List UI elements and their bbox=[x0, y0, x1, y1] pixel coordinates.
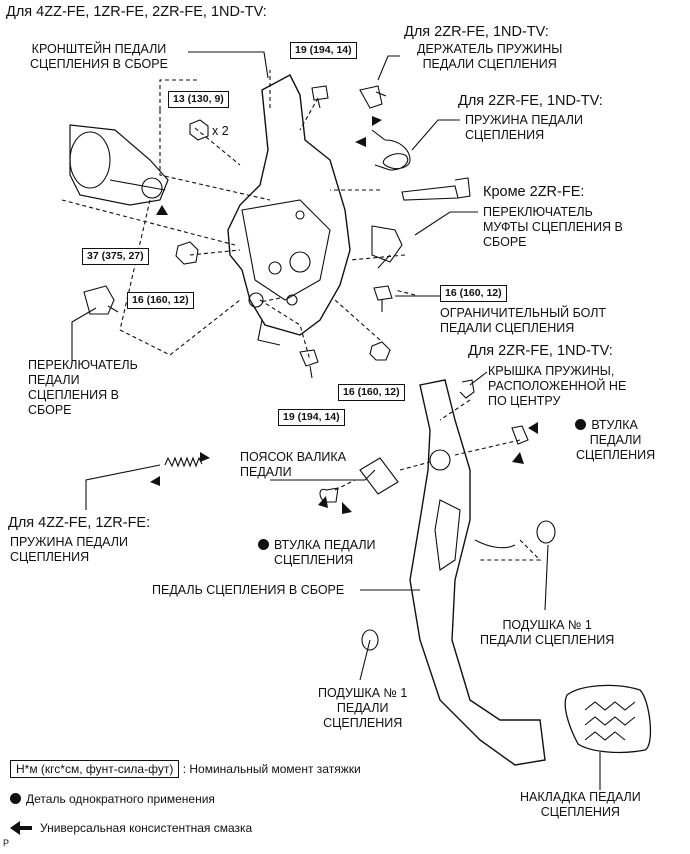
applicability-header: Для 4ZZ-FE, 1ZR-FE, 2ZR-FE, 1ND-TV: bbox=[6, 4, 267, 20]
grease-arrow-8 bbox=[528, 422, 538, 434]
grease-arrow-2 bbox=[355, 137, 366, 147]
grease-arrow-7 bbox=[342, 502, 352, 514]
single-use-dot bbox=[575, 419, 587, 430]
nut-13 bbox=[189, 119, 209, 141]
long-bolt bbox=[401, 177, 471, 201]
label-spring-holder-condition: Для 2ZR-FE, 1ND-TV: bbox=[404, 24, 549, 40]
nut-16b bbox=[369, 341, 391, 361]
spring-cover bbox=[459, 379, 475, 399]
spring bbox=[371, 129, 411, 171]
shaft-collar bbox=[359, 457, 399, 495]
legend-arrow bbox=[10, 821, 20, 835]
grease-arrow-3 bbox=[372, 116, 382, 126]
grease-arrow-4 bbox=[200, 452, 210, 462]
label-quantity: x 2 bbox=[212, 124, 229, 138]
bolt-19b bbox=[299, 349, 319, 379]
leader-cushion-left bbox=[359, 639, 371, 681]
leader-spring2 bbox=[85, 464, 161, 510]
nut-37 bbox=[175, 241, 199, 265]
torque-box-16-left: 16 (160, 12) bbox=[127, 292, 194, 309]
leader-collar bbox=[270, 469, 376, 481]
pedal-pad bbox=[564, 684, 652, 754]
legend-torque-box: Н*м (кгс*см, фунт-сила-фут) bbox=[10, 760, 180, 778]
label-spring-cover-condition: Для 2ZR-FE, 1ND-TV: bbox=[468, 343, 613, 359]
cushion-right bbox=[536, 520, 556, 544]
torque-box-16-right: 16 (160, 12) bbox=[440, 285, 507, 302]
legend-single-use: Деталь однократного применения bbox=[10, 792, 215, 806]
coil-spring bbox=[164, 456, 203, 468]
label-spring-condition: Для 2ZR-FE, 1ND-TV: bbox=[458, 93, 603, 109]
label-bushing-mid: ВТУЛКА ПЕДАЛИ СЦЕПЛЕНИЯ bbox=[258, 538, 376, 568]
pedal-shape bbox=[409, 379, 546, 766]
single-use-dot bbox=[10, 793, 21, 804]
bushing-mid bbox=[319, 487, 339, 503]
leader-pedal-switch bbox=[71, 307, 97, 364]
cushion-left bbox=[361, 629, 379, 651]
label-pedal-assembly: ПЕДАЛЬ СЦЕПЛЕНИЯ В СБОРЕ bbox=[152, 583, 345, 597]
legend-grease: Универсальная консистентная смазка bbox=[40, 821, 253, 835]
leader-spring bbox=[411, 119, 460, 151]
bolt-19a bbox=[311, 85, 329, 109]
pedal-switch bbox=[83, 285, 119, 315]
legend-torque-text: : Номинальный момент затяжки bbox=[182, 762, 361, 776]
spring-holder bbox=[359, 85, 387, 109]
master-cylinder bbox=[69, 124, 169, 206]
torque-box-19-top: 19 (194, 14) bbox=[290, 42, 357, 59]
leader-cushion-right bbox=[544, 544, 549, 611]
torque-box-16-bottom: 16 (160, 12) bbox=[338, 384, 405, 401]
grease-arrow-5 bbox=[150, 476, 160, 486]
torque-box-37: 37 (375, 27) bbox=[82, 248, 149, 265]
grease-arrow-6 bbox=[318, 496, 328, 508]
label-clutch-switch-condition: Кроме 2ZR-FE: bbox=[483, 184, 585, 200]
leader-clutch-switch bbox=[414, 211, 478, 236]
bracket-shape bbox=[227, 74, 351, 336]
single-use-dot bbox=[258, 539, 269, 550]
leader-bracket bbox=[188, 51, 269, 79]
torque-box-13: 13 (130, 9) bbox=[168, 91, 229, 108]
label-spring2-condition: Для 4ZZ-FE, 1ZR-FE: bbox=[8, 515, 151, 531]
bushing-right bbox=[511, 425, 529, 445]
leader-spring-holder bbox=[377, 55, 400, 81]
torque-box-19-bottom: 19 (194, 14) bbox=[278, 409, 345, 426]
grease-arrow-1 bbox=[156, 205, 168, 215]
clutch-switch bbox=[371, 225, 403, 269]
stopper-bolt bbox=[373, 285, 393, 312]
footer-code: P bbox=[3, 838, 10, 848]
nut-16a bbox=[248, 292, 264, 308]
legend-torque: Н*м (кгс*см, фунт-сила-фут) : Номинальны… bbox=[10, 760, 361, 778]
grease-arrow-9 bbox=[512, 452, 524, 464]
